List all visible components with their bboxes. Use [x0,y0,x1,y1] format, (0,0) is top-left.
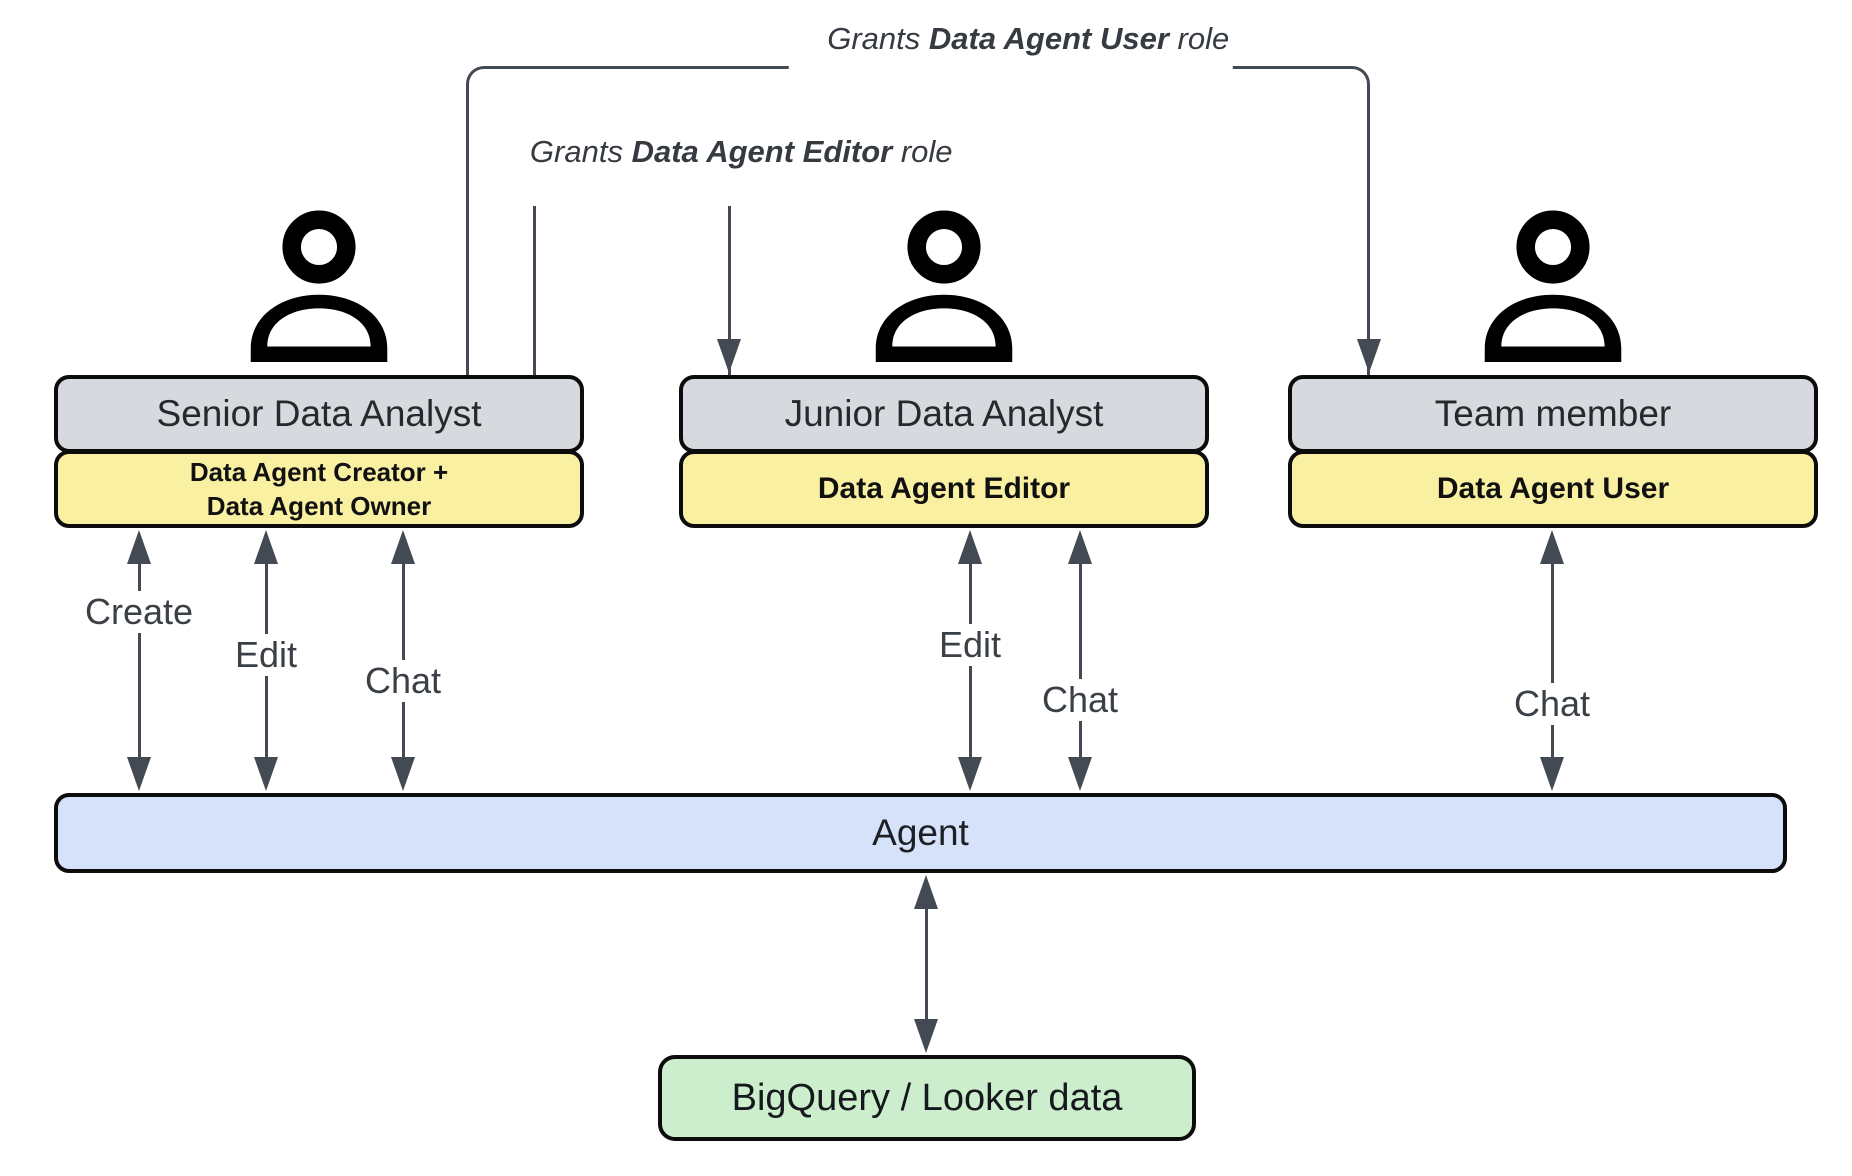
arrow-down-icon [391,757,415,791]
permission-label: Data Agent Editor [817,472,1071,505]
permission-label: Data Agent User [1436,472,1670,505]
permission-box-team-member: Data Agent User [1288,450,1818,528]
datastore-box: BigQuery / Looker data [658,1055,1196,1141]
person-icon [864,208,1024,364]
arrow-down-icon [958,757,982,791]
arrow-down-icon [914,1019,938,1053]
edit-label: Edit [930,624,1010,666]
arrow-down-icon [1068,757,1092,791]
chat-label: Chat [356,660,450,702]
create-label: Create [76,591,202,633]
chat-label: Chat [1033,679,1127,721]
grant-user-role: Data Agent User [928,21,1169,56]
edit-arrow-senior: Edit [226,530,306,791]
role-box-senior: Senior Data Analyst [54,375,584,453]
arrow-up-icon [1068,530,1092,564]
role-box-junior: Junior Data Analyst [679,375,1209,453]
chat-arrow-senior: Chat [356,530,450,791]
arrow-shaft [137,559,141,762]
role-label: Senior Data Analyst [156,393,482,434]
permission-label: Data Agent Creator + Data Agent Owner [190,455,448,523]
permission-box-senior: Data Agent Creator + Data Agent Owner [54,450,584,528]
arrow-shaft [1550,559,1554,762]
chat-label: Chat [1505,683,1599,725]
arrow-up-icon [391,530,415,564]
permission-line-2: Data Agent Owner [206,491,432,521]
role-label: Junior Data Analyst [784,393,1104,434]
agent-label: Agent [872,812,969,853]
person-icon [1473,208,1633,364]
arrow-down-icon [127,757,151,791]
permission-line-1: Data Agent Creator + [189,457,449,487]
arrow-shaft [1078,559,1082,762]
edit-arrow-junior: Edit [930,530,1010,791]
grant-user-prefix: Grants [827,21,929,56]
permission-box-junior: Data Agent Editor [679,450,1209,528]
role-label: Team member [1434,393,1672,434]
edit-label: Edit [226,634,306,676]
grant-user-label: Grants Data Agent User role [788,0,1234,93]
agent-bar: Agent [54,793,1787,873]
arrow-down-icon [1540,757,1564,791]
arrow-up-icon [254,530,278,564]
arrow-up-icon [914,875,938,909]
grant-user-arrowhead-icon [1357,339,1381,373]
grant-editor-prefix: Grants [529,134,632,169]
chat-arrow-junior: Chat [1033,530,1127,791]
arrow-shaft [924,904,928,1024]
datastore-label: BigQuery / Looker data [731,1076,1123,1119]
arrow-down-icon [254,757,278,791]
arrow-up-icon [958,530,982,564]
grant-editor-label: Grants Data Agent Editor role [491,98,957,206]
arrow-up-icon [1540,530,1564,564]
grant-editor-role: Data Agent Editor [631,134,893,169]
grant-editor-suffix: role [892,134,953,169]
grant-user-suffix: role [1168,21,1230,56]
role-box-team-member: Team member [1288,375,1818,453]
person-icon [239,208,399,364]
grant-editor-arrowhead-icon [717,339,741,373]
arrow-up-icon [127,530,151,564]
grant-editor-arc [533,178,731,375]
chat-arrow-team-member: Chat [1505,530,1599,791]
agent-datastore-arrow [913,875,939,1053]
create-arrow-senior: Create [76,530,202,791]
